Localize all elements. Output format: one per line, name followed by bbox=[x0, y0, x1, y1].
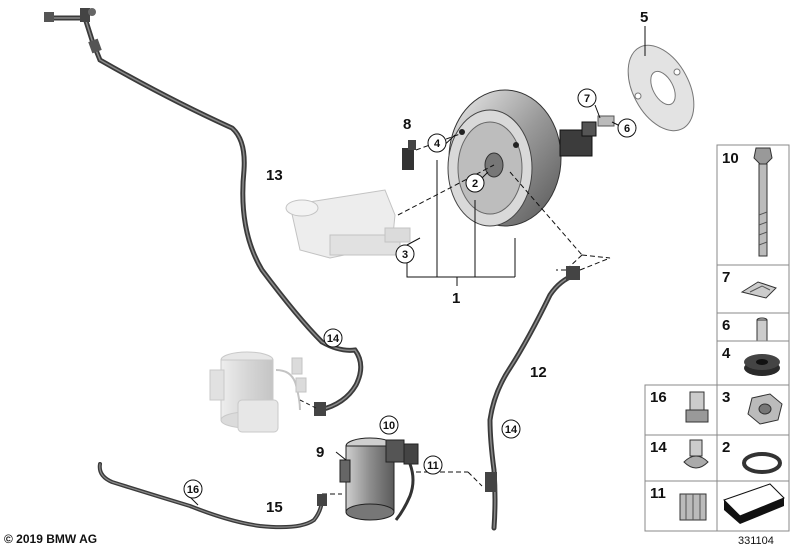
svg-text:6: 6 bbox=[624, 123, 630, 135]
leader-9 bbox=[335, 451, 347, 461]
callout-3: 3 bbox=[395, 244, 415, 264]
svg-text:3: 3 bbox=[402, 249, 408, 261]
diagram-reference-number: 331104 bbox=[738, 535, 774, 547]
callout-6: 6 bbox=[617, 118, 637, 138]
legend-label-10: 10 bbox=[722, 150, 739, 167]
hose-clip-16-icon bbox=[685, 391, 709, 423]
parts-legend: 10 7 6 4 bbox=[644, 144, 790, 532]
gasket-5 bbox=[627, 44, 695, 132]
svg-text:14: 14 bbox=[505, 424, 518, 436]
callout-14-lower: 14 bbox=[501, 419, 521, 439]
legend-label-14: 14 bbox=[650, 439, 667, 456]
callout-7: 7 bbox=[577, 88, 597, 108]
svg-text:10: 10 bbox=[383, 420, 395, 432]
svg-text:11: 11 bbox=[427, 460, 439, 472]
cable-holder-icon bbox=[679, 493, 707, 521]
legend-label-6: 6 bbox=[722, 317, 730, 334]
legend-cell-14 bbox=[644, 434, 718, 482]
assembly-arrow-icon bbox=[723, 483, 785, 524]
label-9: 9 bbox=[316, 444, 324, 461]
bolt-icon bbox=[753, 147, 773, 257]
legend-label-2: 2 bbox=[722, 439, 730, 456]
svg-text:14: 14 bbox=[327, 333, 340, 345]
label-15: 15 bbox=[266, 499, 283, 516]
legend-label-7: 7 bbox=[722, 269, 730, 286]
legend-label-16: 16 bbox=[650, 389, 667, 406]
vacuum-pump-ghost bbox=[209, 351, 307, 433]
callout-11: 11 bbox=[423, 455, 443, 475]
brake-booster bbox=[447, 89, 597, 227]
svg-text:2: 2 bbox=[472, 178, 478, 190]
label-8: 8 bbox=[403, 116, 411, 133]
nut-icon bbox=[747, 393, 783, 425]
vacuum-hose-15 bbox=[97, 462, 327, 530]
callout-16: 16 bbox=[183, 479, 203, 499]
label-1: 1 bbox=[452, 290, 460, 307]
svg-text:4: 4 bbox=[434, 138, 441, 150]
legend-label-11: 11 bbox=[650, 485, 666, 502]
legend-label-4: 4 bbox=[722, 345, 731, 362]
svg-text:7: 7 bbox=[584, 93, 590, 105]
vacuum-hose-12 bbox=[485, 266, 580, 531]
leader-dash bbox=[299, 399, 317, 409]
vacuum-hose-13 bbox=[44, 8, 364, 416]
brake-reservoir-ghost bbox=[285, 189, 411, 259]
o-ring-icon bbox=[742, 452, 782, 474]
leader-dash bbox=[579, 257, 611, 271]
clip-icon bbox=[740, 281, 777, 299]
label-13: 13 bbox=[266, 167, 283, 184]
callout-10: 10 bbox=[379, 415, 399, 435]
clip-6 bbox=[597, 115, 615, 127]
vacuum-pump-9 bbox=[339, 437, 419, 521]
callout-14-upper: 14 bbox=[323, 328, 343, 348]
svg-text:16: 16 bbox=[187, 484, 199, 496]
copyright-text: © 2019 BMW AG bbox=[4, 532, 98, 546]
callout-2: 2 bbox=[465, 173, 485, 193]
grommet-icon bbox=[744, 354, 780, 376]
label-5: 5 bbox=[640, 9, 648, 26]
label-12: 12 bbox=[530, 364, 547, 381]
legend-label-3: 3 bbox=[722, 389, 730, 406]
hose-clip-14-icon bbox=[683, 439, 709, 469]
sensor-8 bbox=[402, 140, 416, 170]
callout-4: 4 bbox=[427, 133, 447, 153]
